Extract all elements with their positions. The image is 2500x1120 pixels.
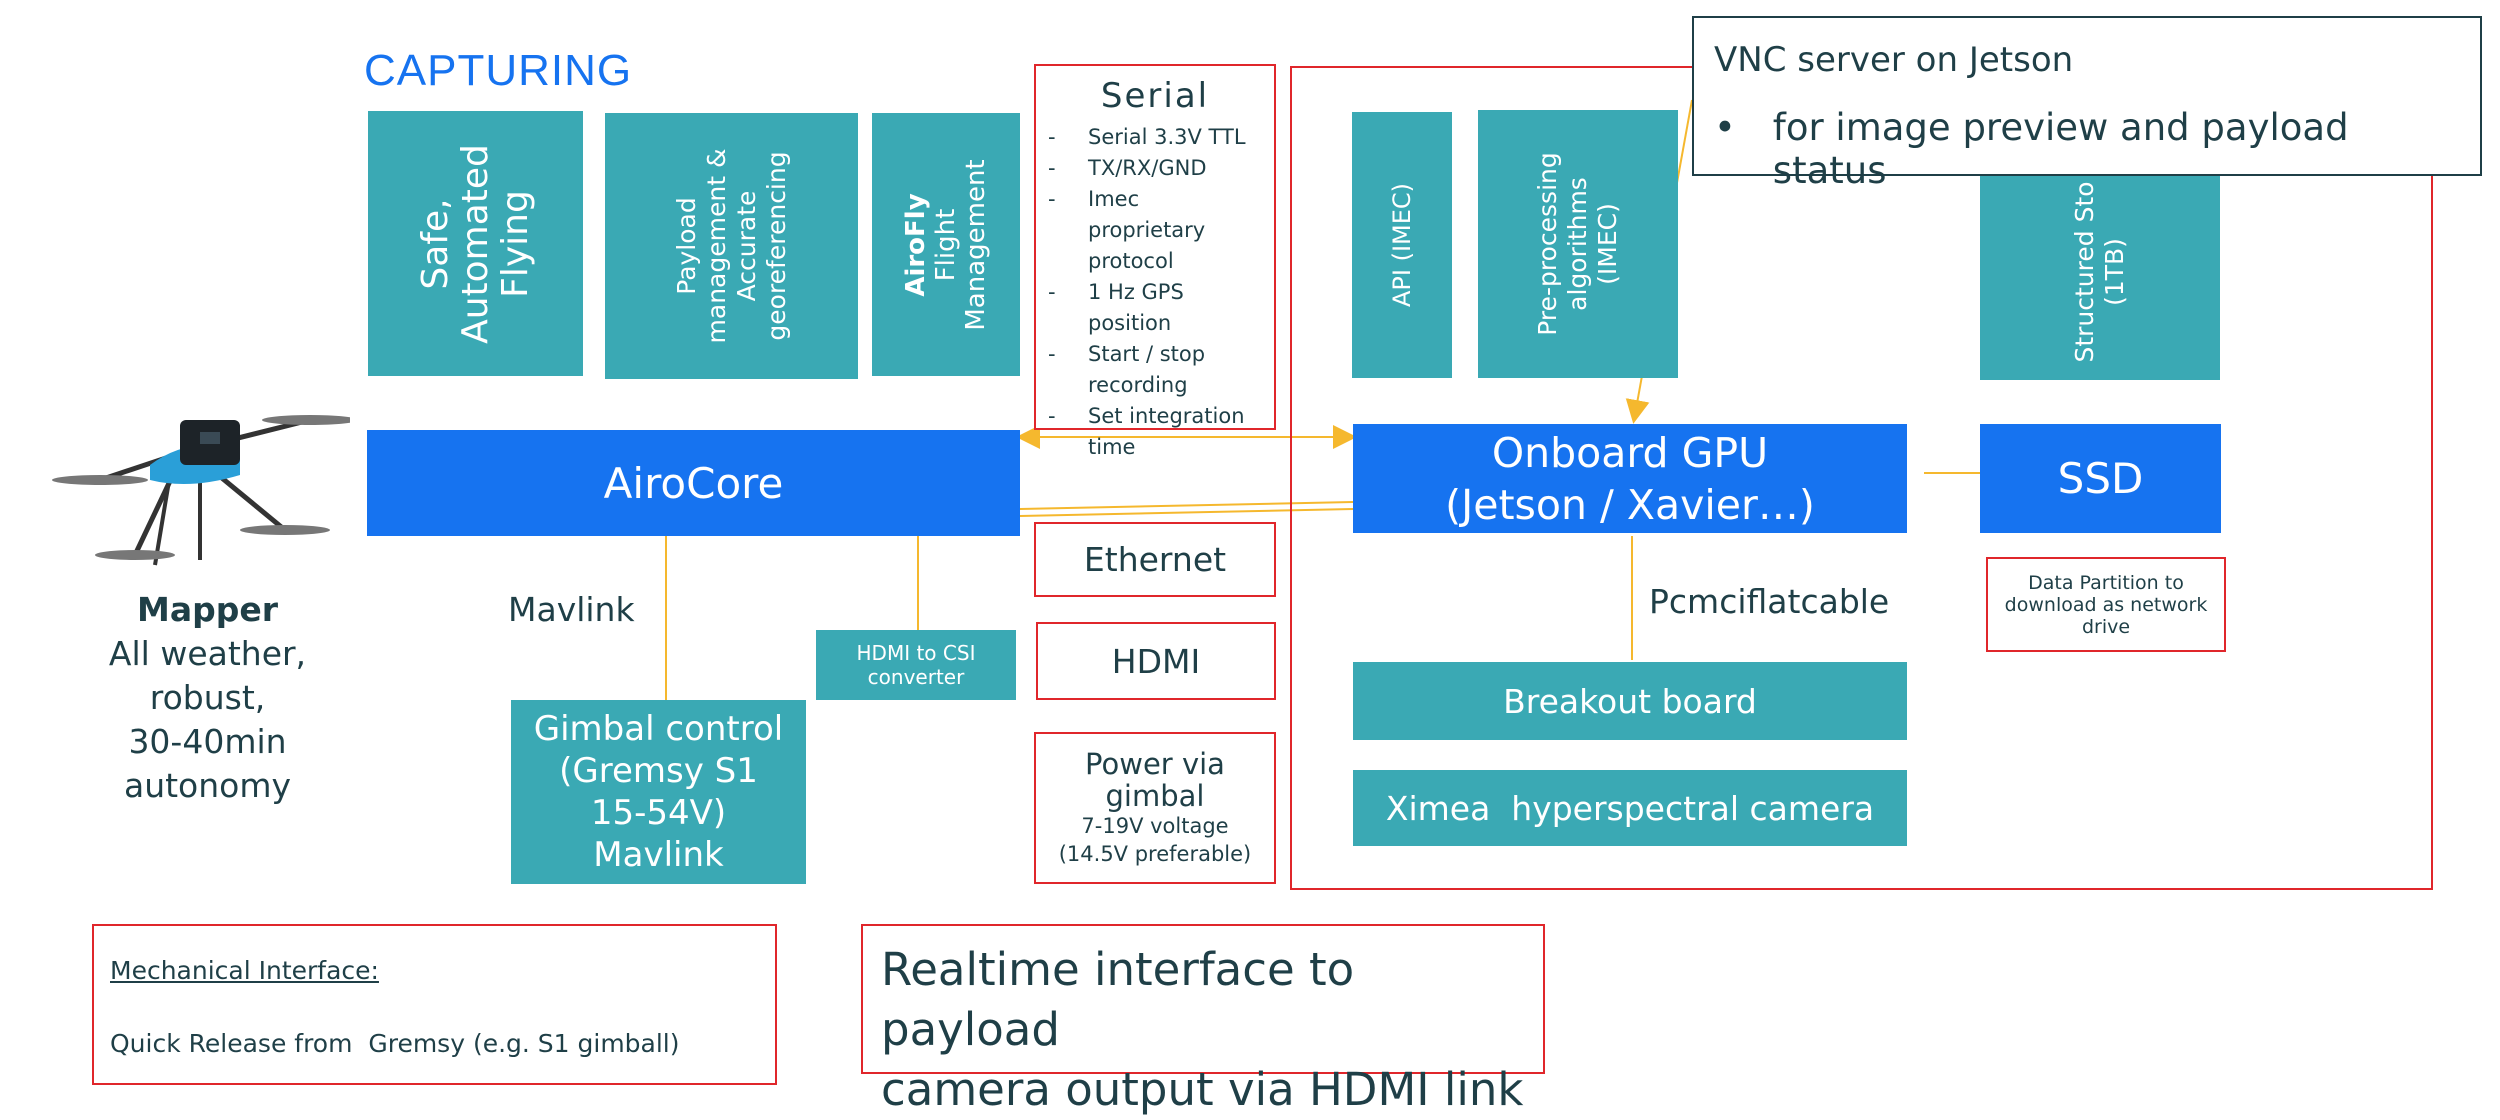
hdmi-csi-line-2: converter	[867, 665, 965, 689]
payload-line-2: management &	[701, 148, 731, 344]
connector-lines	[665, 99, 1980, 700]
airocore-label: AiroCore	[603, 458, 784, 508]
safe-automated-flying-block: Safe, Automated Flying	[368, 111, 583, 376]
mavlink-label: Mavlink	[508, 590, 635, 629]
pcmci-cable-label: Pcmciflatcable	[1649, 582, 1890, 621]
hdmi-label: HDMI	[1111, 641, 1201, 681]
drone-desc-line-3: 30-40min	[128, 722, 287, 761]
serial-title: Serial	[1100, 76, 1210, 116]
payload-line-4: georeferencing	[761, 151, 791, 341]
safe-flying-line-3: Flying	[494, 189, 536, 298]
hdmi-csi-line-1: HDMI to CSI	[856, 641, 976, 665]
storage-line-2: (1TB)	[2100, 238, 2129, 306]
api-imec-label: API (IMEC)	[1388, 182, 1416, 308]
gimbal-line-3: 15-54V)	[590, 793, 727, 833]
gimbal-line-1: Gimbal control	[533, 709, 784, 749]
preprocessing-line-2: algorithms	[1563, 177, 1592, 311]
serial-box: Serial Serial 3.3V TTL TX/RX/GND Imec pr…	[1034, 64, 1276, 459]
ssd-block: SSD	[1980, 424, 2221, 533]
capturing-title: CAPTURING	[364, 46, 633, 95]
gpu-line-1: Onboard GPU	[1491, 428, 1769, 477]
payload-line-1: Payload	[671, 197, 701, 295]
realtime-line-1: Realtime interface to payload	[881, 943, 1355, 1056]
power-detail-line-2: (14.5V preferable)	[1058, 842, 1252, 866]
hdmi-box: HDMI	[1036, 622, 1276, 700]
gimbal-line-4: Mavlink	[593, 835, 724, 875]
data-partition-line-3: drive	[2081, 615, 2131, 638]
serial-item: 1 Hz GPS position	[1048, 277, 1262, 339]
onboard-gpu-block: Onboard GPU (Jetson / Xavier…)	[1353, 424, 1907, 533]
serial-item: Start / stop recording	[1048, 339, 1262, 401]
power-box: Power via gimbal 7-19V voltage (14.5V pr…	[1034, 732, 1276, 884]
hdmi-csi-converter-block: HDMI to CSI converter	[816, 630, 1016, 700]
ximea-label: Ximea hyperspectral camera	[1385, 788, 1875, 828]
ethernet-box: Ethernet	[1034, 522, 1276, 597]
mechanical-title: Mechanical Interface:	[110, 956, 379, 985]
data-partition-line-1: Data Partition to	[2028, 571, 2184, 594]
airofly-line-1: AiroFly	[901, 192, 931, 297]
preprocessing-block: Pre-processing algorithms (IMEC)	[1478, 110, 1678, 378]
serial-item: TX/RX/GND	[1048, 153, 1262, 184]
safe-flying-line-2: Automated	[454, 143, 496, 344]
gpu-line-2: (Jetson / Xavier…)	[1445, 480, 1815, 529]
serial-list: Serial 3.3V TTL TX/RX/GND Imec proprieta…	[1048, 122, 1262, 463]
ssd-label: SSD	[2057, 454, 2144, 503]
realtime-interface-box: Realtime interface to payload camera out…	[861, 924, 1545, 1116]
data-partition-line-2: download as network	[2004, 593, 2208, 616]
hdmi-link-line	[1019, 508, 1354, 517]
airofly-line-3: Management	[961, 158, 991, 331]
mechanical-interface-box: Mechanical Interface: Quick Release from…	[92, 924, 777, 1085]
airofly-flight-management-block: AiroFly Flight Management	[872, 113, 1020, 376]
payload-line-3: Accurate	[731, 190, 761, 302]
preprocessing-line-3: (IMEC)	[1593, 203, 1622, 285]
realtime-line-2: camera output via HDMI link	[881, 1063, 1524, 1116]
vnc-bullet-symbol: •	[1714, 106, 1736, 149]
ximea-camera-block: Ximea hyperspectral camera	[1353, 770, 1907, 846]
api-imec-block: API (IMEC)	[1352, 112, 1452, 378]
drone-image	[52, 415, 350, 566]
vnc-bullet-row: • for image preview and payload status	[1714, 106, 2460, 192]
data-partition-box: Data Partition to download as network dr…	[1986, 557, 2226, 652]
gimbal-line-2: (Gremsy S1	[559, 751, 758, 791]
power-title-line-1: Power via	[1085, 747, 1225, 781]
drone-desc-line-1: All weather,	[108, 634, 307, 673]
drone-name: Mapper	[136, 590, 278, 629]
drone-desc-line-2: robust,	[149, 678, 266, 717]
safe-flying-line-1: Safe,	[414, 197, 456, 290]
preprocessing-line-1: Pre-processing	[1533, 152, 1562, 336]
ethernet-label: Ethernet	[1083, 540, 1227, 579]
drone-desc-line-4: autonomy	[123, 766, 292, 805]
power-detail-line-1: 7-19V voltage	[1081, 814, 1229, 838]
vnc-title: VNC server on Jetson	[1714, 40, 2074, 80]
storage-line-1: Structured Sto	[2070, 181, 2099, 363]
mechanical-text: Quick Release from Gremsy (e.g. S1 gimba…	[110, 1029, 680, 1058]
serial-item: Imec proprietary protocol	[1048, 184, 1262, 277]
breakout-label: Breakout board	[1503, 681, 1757, 721]
serial-item: Set integration time	[1048, 401, 1262, 463]
breakout-board-block: Breakout board	[1353, 662, 1907, 740]
airofly-line-2: Flight	[931, 208, 961, 281]
gimbal-control-block: Gimbal control (Gremsy S1 15-54V) Mavlin…	[511, 700, 806, 884]
power-title-line-2: gimbal	[1105, 779, 1205, 813]
serial-item: Serial 3.3V TTL	[1048, 122, 1262, 153]
vnc-server-callout: VNC server on Jetson • for image preview…	[1692, 16, 2482, 192]
vnc-bullet-text: for image preview and payload status	[1772, 106, 2349, 192]
drone-description: Mapper All weather, robust, 30-40min aut…	[80, 588, 335, 808]
ethernet-link-line	[1019, 501, 1354, 510]
airocore-block: AiroCore	[367, 430, 1020, 536]
payload-management-block: Payload management & Accurate georeferen…	[605, 113, 858, 379]
